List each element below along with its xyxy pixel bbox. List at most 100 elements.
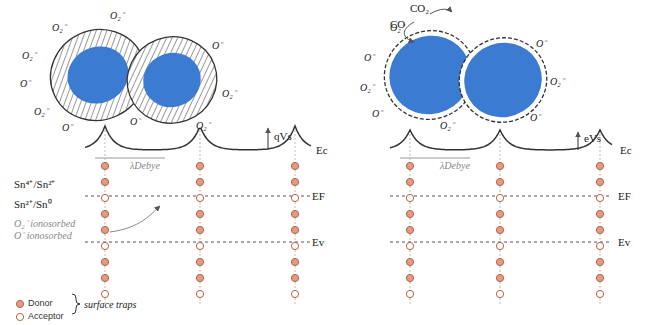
adsorbed-oxygen: O₂⁻ <box>440 120 454 131</box>
adsorbed-oxygen: O⁻ <box>62 122 72 133</box>
redox-couple: Sn²⁺/Sn⁰ <box>14 198 52 210</box>
acceptor-trap <box>101 290 108 297</box>
ionosorbed-label: O₂⁻ ionosorbed <box>14 218 75 229</box>
energy-label: EF <box>312 190 325 202</box>
acceptor-trap <box>406 194 413 201</box>
donor-trap <box>596 210 603 217</box>
adsorbed-oxygen: O₂⁻ <box>52 22 66 33</box>
acceptor-trap <box>496 194 503 201</box>
donor-trap <box>406 258 413 265</box>
acceptor-trap <box>496 242 503 249</box>
band-diagram <box>85 126 612 305</box>
donor-trap <box>406 210 413 217</box>
adsorbed-oxygen: O₂⁻ <box>390 22 404 33</box>
gas-arrow <box>404 9 452 42</box>
donor-trap <box>196 162 203 169</box>
acceptor-trap <box>196 242 203 249</box>
energy-label: Ec <box>316 144 328 156</box>
donor-trap <box>196 178 203 185</box>
energy-label: Ec <box>620 144 632 156</box>
donor-trap <box>496 226 503 233</box>
adsorbed-oxygen: O⁻ <box>212 40 222 51</box>
donor-trap <box>406 274 413 281</box>
donor-trap <box>101 178 108 185</box>
legend-sample <box>16 300 23 307</box>
donor-trap <box>496 178 503 185</box>
legend-text: Donor <box>28 298 53 308</box>
adsorbed-oxygen: O⁻ <box>536 38 546 49</box>
conduction-band <box>390 130 612 150</box>
donor-trap <box>406 162 413 169</box>
donor-trap <box>291 178 298 185</box>
redox-couple: Sn⁴⁺/Sn²⁺ <box>14 178 55 190</box>
acceptor-trap <box>291 194 298 201</box>
adsorbed-oxygen: O₂⁻ <box>222 88 236 99</box>
barrier-arrow <box>578 132 579 150</box>
legend-brace <box>72 294 80 314</box>
acceptor-trap <box>406 290 413 297</box>
adsorbed-oxygen: O₂⁻ <box>360 82 374 93</box>
adsorbed-oxygen: O⁻ <box>530 112 540 123</box>
acceptor-trap <box>196 290 203 297</box>
donor-trap <box>291 162 298 169</box>
adsorbed-oxygen: O⁻ <box>130 116 140 127</box>
barrier-height: eVs <box>584 132 601 144</box>
donor-trap <box>291 258 298 265</box>
donor-trap <box>596 274 603 281</box>
donor-trap <box>101 162 108 169</box>
acceptor-trap <box>196 194 203 201</box>
donor-trap <box>406 226 413 233</box>
donor-trap <box>496 258 503 265</box>
energy-label: Ev <box>618 236 630 248</box>
surface-traps-label: surface traps <box>84 299 137 310</box>
donor-trap <box>196 258 203 265</box>
donor-trap <box>101 226 108 233</box>
ionosorbed-arrow <box>110 206 160 232</box>
adsorbed-oxygen: O⁻ <box>364 52 374 63</box>
donor-trap <box>196 210 203 217</box>
acceptor-trap <box>406 242 413 249</box>
acceptor-trap <box>101 242 108 249</box>
donor-trap <box>596 178 603 185</box>
adsorbed-oxygen: O⁻ <box>20 78 30 89</box>
donor-trap <box>291 210 298 217</box>
barrier-arrow <box>268 128 269 150</box>
adsorbed-oxygen: O₂⁻ <box>34 106 48 117</box>
donor-trap <box>101 210 108 217</box>
donor-trap <box>291 274 298 281</box>
acceptor-trap <box>101 194 108 201</box>
debye-length: λDebye <box>440 160 470 171</box>
acceptor-trap <box>291 242 298 249</box>
acceptor-trap <box>596 194 603 201</box>
energy-label: Ev <box>312 236 324 248</box>
gas-label: CO₂ <box>410 2 429 14</box>
acceptor-trap <box>291 290 298 297</box>
right-grains <box>370 16 559 135</box>
donor-trap <box>101 258 108 265</box>
acceptor-trap <box>496 290 503 297</box>
adsorbed-oxygen: O⁻ <box>372 108 382 119</box>
donor-trap <box>196 226 203 233</box>
adsorbed-oxygen: O₂⁻ <box>196 120 210 131</box>
donor-trap <box>101 274 108 281</box>
donor-trap <box>496 162 503 169</box>
donor-trap <box>406 178 413 185</box>
adsorbed-oxygen: O₂⁻ <box>22 50 36 61</box>
energy-label: EF <box>618 190 631 202</box>
donor-trap <box>596 258 603 265</box>
debye-length: λDebye <box>130 160 160 171</box>
donor-trap <box>596 226 603 233</box>
donor-trap <box>496 210 503 217</box>
acceptor-trap <box>596 242 603 249</box>
ionosorbed-label: O⁻ ionosorbed <box>14 230 72 241</box>
left-grains <box>35 14 229 136</box>
donor-trap <box>496 274 503 281</box>
legend-sample <box>16 313 23 320</box>
acceptor-trap <box>596 290 603 297</box>
adsorbed-oxygen: O₂⁻ <box>550 76 564 87</box>
legend-text: Acceptor <box>28 311 64 321</box>
donor-trap <box>596 162 603 169</box>
adsorbed-oxygen: O₂⁻ <box>110 10 124 21</box>
donor-trap <box>291 226 298 233</box>
